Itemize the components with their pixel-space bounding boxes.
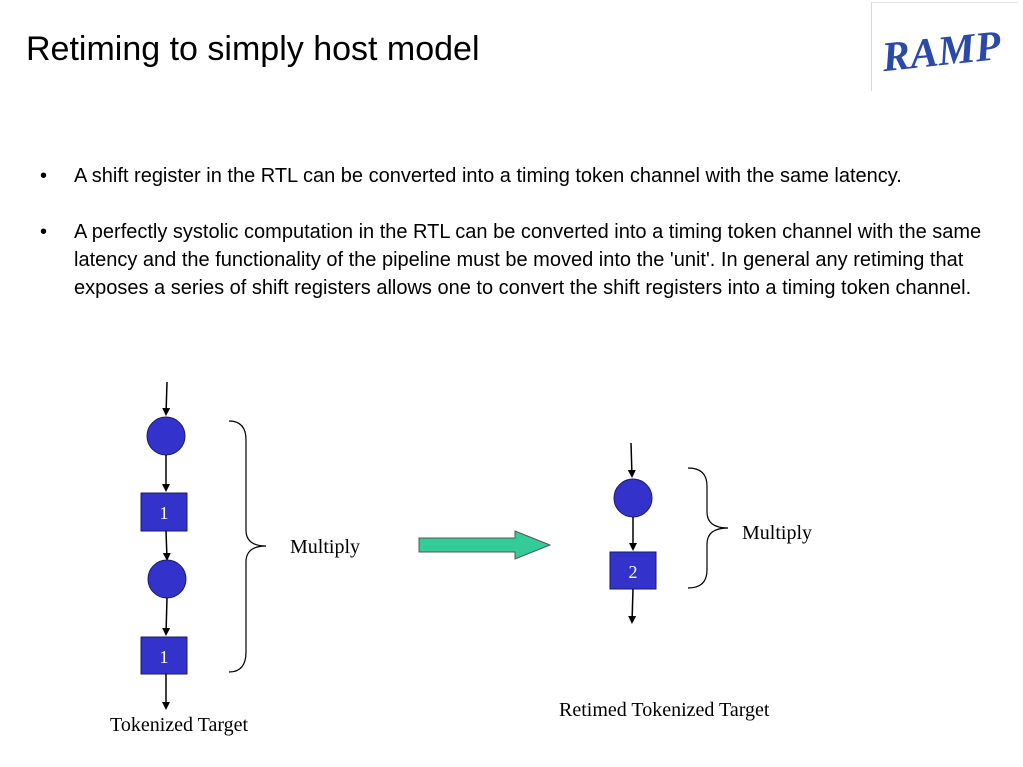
bullet-marker: • (40, 221, 48, 243)
bullet-list: • A shift register in the RTL can be con… (40, 162, 1000, 330)
brace (228, 420, 267, 673)
node-circle (613, 478, 653, 518)
bullet-item: • A shift register in the RTL can be con… (40, 162, 1000, 190)
register-box (609, 551, 657, 590)
brace (687, 467, 729, 589)
register-box (140, 636, 188, 675)
ramp-logo: RAMP (871, 2, 1018, 91)
bullet-text: A perfectly systolic computation in the … (74, 221, 982, 299)
multiply-label: Multiply (742, 522, 813, 544)
bullet-text: A shift register in the RTL can be conve… (74, 165, 902, 187)
slide-title: Retiming to simply host model (26, 30, 480, 68)
bullet-item: • A perfectly systolic computation in th… (40, 218, 1000, 302)
output-arrow (628, 588, 637, 624)
register-label: 1 (160, 503, 169, 523)
arrow (162, 597, 171, 636)
bullet-marker: • (40, 165, 48, 187)
arrow (162, 530, 171, 561)
multiply-label: Multiply (290, 536, 361, 558)
register-box (140, 492, 188, 532)
node-circle (147, 559, 187, 599)
caption-retimed-tokenized-target: Retimed Tokenized Target (559, 699, 770, 721)
caption-tokenized-target: Tokenized Target (110, 714, 249, 736)
node-circle (146, 416, 186, 456)
input-arrow (627, 442, 636, 478)
register-label: 1 (160, 647, 169, 667)
register-label: 2 (629, 562, 638, 582)
transform-arrow (418, 530, 552, 560)
input-arrow (162, 381, 171, 416)
